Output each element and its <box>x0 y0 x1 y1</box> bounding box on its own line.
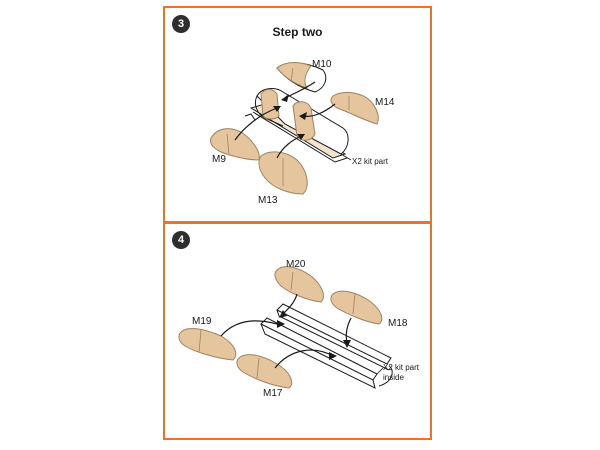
label-m20: M20 <box>286 259 306 270</box>
mask-m17 <box>236 354 293 389</box>
label-m13: M13 <box>258 195 278 206</box>
label-m19: M19 <box>192 316 212 327</box>
step-title: Step two <box>272 25 323 39</box>
mask-m20 <box>274 266 324 303</box>
arrow-heads <box>273 94 307 140</box>
label-x2-kit-part: X2 kit part inside <box>383 363 419 383</box>
mask-m18 <box>330 290 383 325</box>
step-number-badge: 4 <box>172 231 190 249</box>
canopy-kit-part <box>244 88 349 163</box>
label-m10: M10 <box>312 59 332 70</box>
frame-kit-part <box>260 303 393 389</box>
label-m17: M17 <box>263 388 283 399</box>
step-3-panel: 3 Step two <box>163 6 432 223</box>
label-m14: M14 <box>375 97 395 108</box>
label-m18: M18 <box>388 318 408 329</box>
mask-m14 <box>330 91 379 125</box>
label-m9: M9 <box>212 154 226 165</box>
mask-m19 <box>178 328 237 361</box>
step-4-panel: 4 M20 M18 M19 M17 <box>163 222 432 440</box>
arrow-heads <box>277 310 351 360</box>
label-x2-kit-part: X2 kit part <box>352 157 389 166</box>
kit-label-line-1: X2 kit part <box>383 363 420 372</box>
step-3-illustration <box>210 62 379 195</box>
step-number-badge: 3 <box>172 15 190 33</box>
step-4-illustration <box>178 266 393 389</box>
kit-label-line-2: inside <box>383 373 404 382</box>
